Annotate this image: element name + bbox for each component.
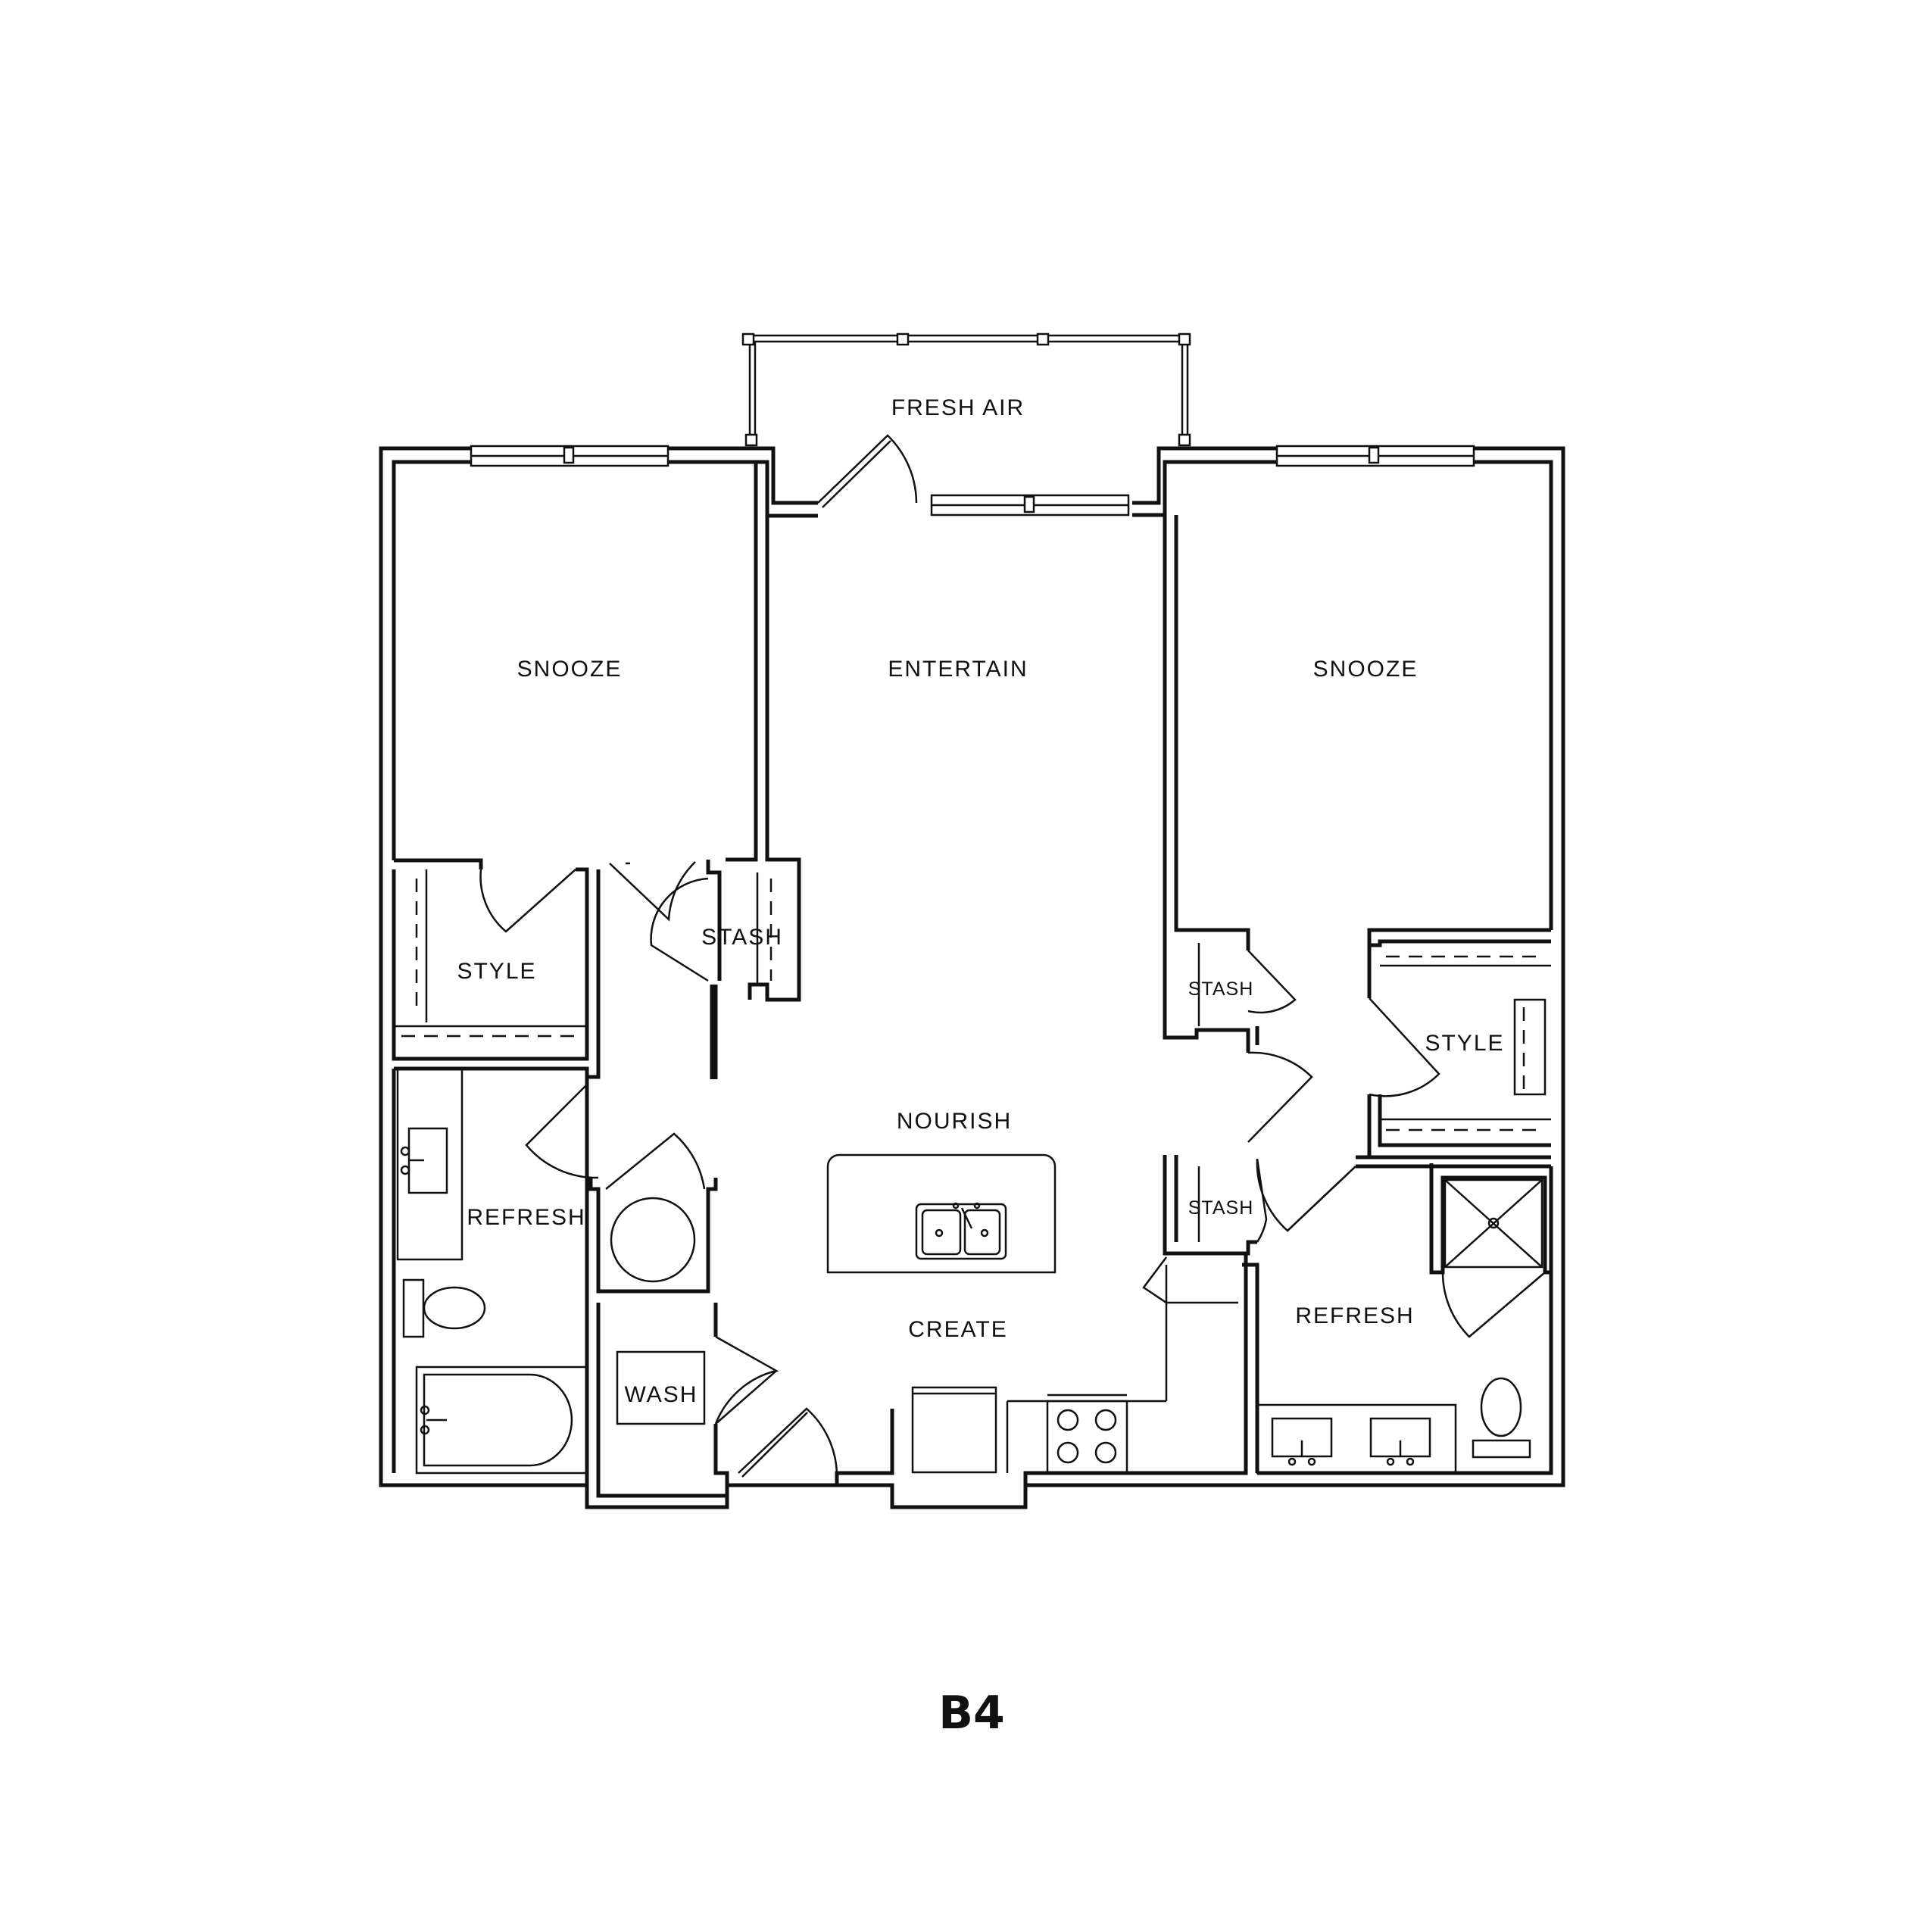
interior-walls (392, 462, 1551, 1498)
toilet-icon (423, 1286, 486, 1330)
room-label-entertain: ENTERTAIN (888, 657, 1028, 682)
room-labels: FRESH AIR SNOOZE ENTERTAIN SNOOZE STASH … (457, 395, 1504, 1407)
room-label-refresh-left: REFRESH (467, 1205, 585, 1230)
range-icon (1046, 1400, 1128, 1475)
room-label-style-right: STYLE (1425, 1031, 1504, 1056)
room-label-stash-center: STASH (701, 925, 783, 950)
toilet-icon-right (1480, 1377, 1522, 1437)
bathtub-icon (423, 1373, 573, 1467)
room-label-fresh-air: FRESH AIR (891, 395, 1025, 420)
washer-dryer-icon (616, 1350, 706, 1425)
shower-icon (1444, 1178, 1543, 1269)
double-sink-icon (915, 1203, 1007, 1260)
closet-shelves (394, 869, 1551, 1242)
room-label-snooze-right: SNOOZE (1313, 657, 1419, 682)
room-label-stash-right-lower: STASH (1188, 1197, 1254, 1219)
room-label-create: CREATE (908, 1317, 1007, 1342)
dishwasher-icon (911, 1386, 997, 1474)
room-label-nourish: NOURISH (897, 1109, 1012, 1134)
room-label-refresh-right: REFRESH (1295, 1303, 1414, 1328)
room-label-wash: WASH (625, 1382, 698, 1407)
room-label-stash-right-upper: STASH (1188, 978, 1254, 1000)
kitchen-island (826, 1153, 1057, 1274)
doors (479, 434, 1546, 1478)
balcony (741, 332, 1191, 447)
fixtures (396, 1067, 1543, 1475)
room-label-snooze-left: SNOOZE (517, 657, 623, 682)
double-vanity (1256, 1403, 1457, 1475)
unit-title: B4 (938, 1687, 1004, 1740)
vanity-left (396, 1067, 463, 1261)
room-label-style-left: STYLE (457, 959, 536, 984)
exterior-walls (379, 446, 1565, 1509)
windows (470, 445, 1475, 517)
water-heater-icon (610, 1197, 696, 1283)
